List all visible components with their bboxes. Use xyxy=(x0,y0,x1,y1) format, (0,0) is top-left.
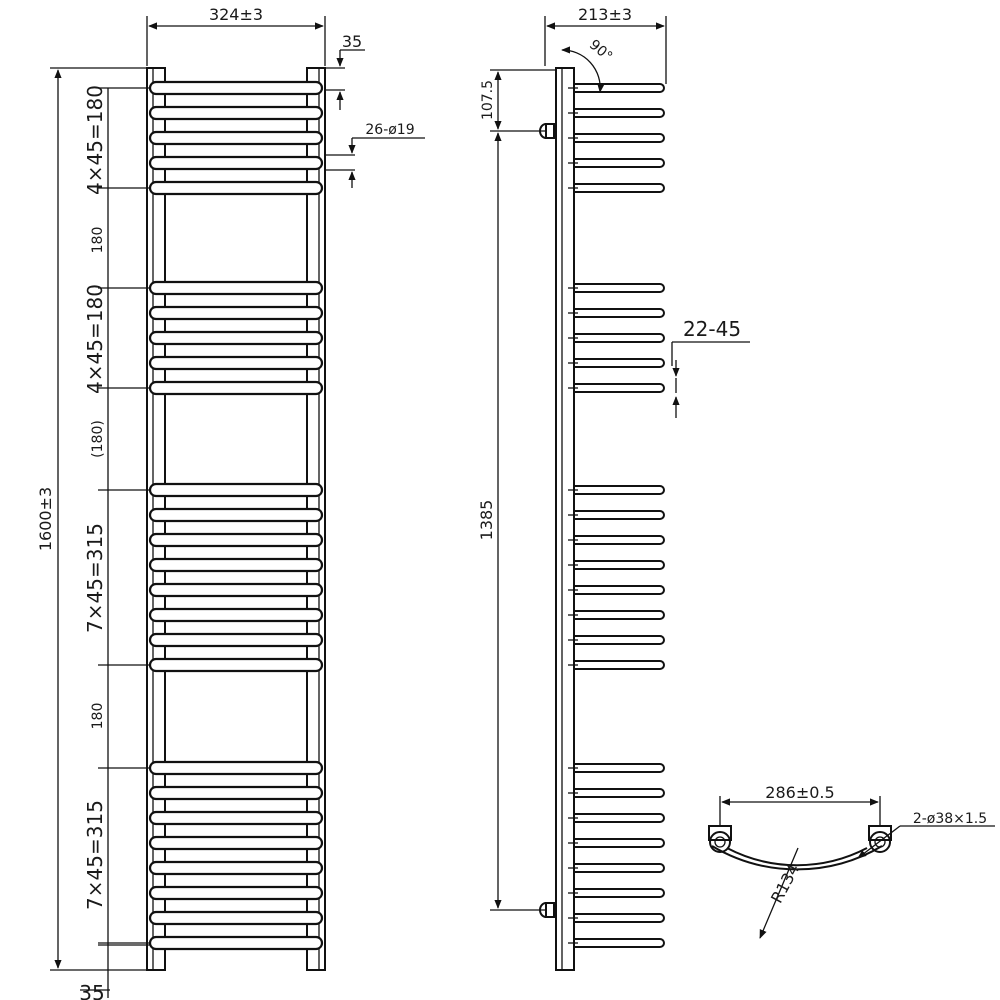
side-pipe xyxy=(555,67,575,971)
front-width-label: 324±3 xyxy=(209,5,263,24)
side-bracket-bottom xyxy=(545,902,555,918)
front-group-ticks xyxy=(98,87,150,946)
side-rail-3 xyxy=(574,133,665,143)
front-group-label-7: 7×45=315 xyxy=(83,800,107,910)
side-bars xyxy=(568,83,665,948)
side-rail-9 xyxy=(574,358,665,368)
front-rail-19 xyxy=(148,760,324,776)
front-rail-6 xyxy=(148,280,324,296)
front-rail-5 xyxy=(148,180,324,196)
front-tube-label: 26-ø19 xyxy=(365,122,414,138)
front-rail-22 xyxy=(148,835,324,851)
side-rail-25 xyxy=(574,913,665,923)
front-group-label-4: (180) xyxy=(90,420,106,458)
side-rail-20 xyxy=(574,788,665,798)
side-rail-21 xyxy=(574,813,665,823)
side-rail-18 xyxy=(574,660,665,670)
front-rail-23 xyxy=(148,860,324,876)
plan-view: 286±0.5 2-ø38×1.5 R134 xyxy=(708,783,995,939)
side-rail-16 xyxy=(574,610,665,620)
side-depth-label: 213±3 xyxy=(578,5,632,24)
plan-pipe-label: 2-ø38×1.5 xyxy=(913,811,987,827)
front-rail-4 xyxy=(148,155,324,171)
side-bracket-top xyxy=(545,123,555,139)
front-rail-11 xyxy=(148,482,324,498)
plan-pipe-centres-label: 286±0.5 xyxy=(765,783,834,802)
side-rail-17 xyxy=(574,635,665,645)
front-view: 324±3 35 26-ø19 1600±3 4×45=180 180 4×45… xyxy=(36,5,425,1000)
side-rail-8 xyxy=(574,333,665,343)
front-rail-9 xyxy=(148,355,324,371)
front-rail-12 xyxy=(148,507,324,523)
front-rail-8 xyxy=(148,330,324,346)
side-rail-4 xyxy=(574,158,665,168)
side-rail-13 xyxy=(574,535,665,545)
side-rail-15 xyxy=(574,585,665,595)
plan-rail-inner xyxy=(726,847,868,867)
side-bracket-span-label: 1385 xyxy=(477,500,496,541)
side-rail-19 xyxy=(574,763,665,773)
front-height-label: 1600±3 xyxy=(36,487,55,551)
side-angle-label: 90° xyxy=(586,37,615,65)
side-rail-22 xyxy=(574,838,665,848)
front-group-label-2: 180 xyxy=(90,227,106,254)
side-view: 213±3 90° 107.5 1385 22-45 xyxy=(477,5,750,971)
side-rail-14 xyxy=(574,560,665,570)
front-rail-7 xyxy=(148,305,324,321)
front-rail-24 xyxy=(148,885,324,901)
front-group-label-1: 4×45=180 xyxy=(83,85,107,195)
side-rail-11 xyxy=(574,485,665,495)
plan-pipe-left xyxy=(708,825,732,853)
side-rail-2 xyxy=(574,108,665,118)
front-rail-2 xyxy=(148,105,324,121)
front-rail-18 xyxy=(148,657,324,673)
front-rail-1 xyxy=(148,80,324,96)
front-rail-16 xyxy=(148,607,324,623)
front-rail-15 xyxy=(148,582,324,598)
side-rail-6 xyxy=(574,283,665,293)
front-bars xyxy=(148,80,324,951)
front-offset-label: 35 xyxy=(342,32,362,51)
side-angle-arc xyxy=(561,46,605,93)
front-rail-13 xyxy=(148,532,324,548)
front-bottom-label: 35 xyxy=(79,981,104,1000)
front-rail-10 xyxy=(148,380,324,396)
front-group-label-6: 180 xyxy=(90,703,106,730)
side-spacing-label: 22-45 xyxy=(683,317,741,341)
side-rail-1 xyxy=(574,83,665,93)
side-rail-7 xyxy=(574,308,665,318)
side-rail-26 xyxy=(574,938,665,948)
front-group-label-5: 7×45=315 xyxy=(83,523,107,633)
side-bracket-top-label: 107.5 xyxy=(480,80,496,120)
front-rail-17 xyxy=(148,632,324,648)
side-rail-5 xyxy=(574,183,665,193)
side-rail-24 xyxy=(574,888,665,898)
side-rail-23 xyxy=(574,863,665,873)
side-rail-12 xyxy=(574,510,665,520)
front-group-label-3: 4×45=180 xyxy=(83,284,107,394)
front-rail-25 xyxy=(148,910,324,926)
front-rail-26 xyxy=(148,935,324,951)
side-rail-10 xyxy=(574,383,665,393)
front-rail-20 xyxy=(148,785,324,801)
front-rail-3 xyxy=(148,130,324,146)
front-rail-14 xyxy=(148,557,324,573)
front-rail-21 xyxy=(148,810,324,826)
